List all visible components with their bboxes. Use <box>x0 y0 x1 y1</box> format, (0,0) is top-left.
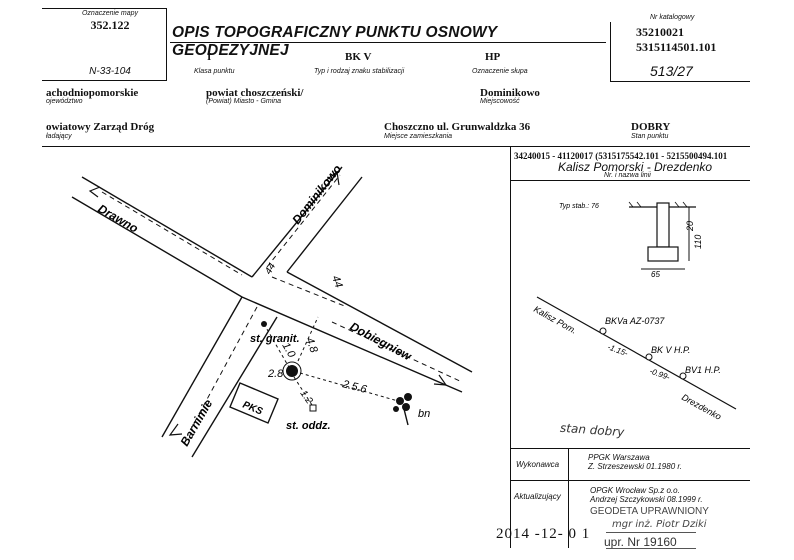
line-numbers: 34240015 - 41120017 (5315175542.101 - 52… <box>514 151 728 161</box>
line-sketch: Typ stab.: 76 65 20 110 Kalisz Pom. Drez… <box>532 201 737 422</box>
dim-110: 110 <box>693 235 703 249</box>
main-point-marker <box>286 365 298 377</box>
pillar-value: HP <box>485 51 501 63</box>
locality-label: Miejscowość <box>480 98 520 105</box>
county-label: (Powiat) Miasto - Gmina <box>206 98 282 105</box>
dist-4-8: 4.8 <box>303 336 320 355</box>
sheet-number: N-33-104 <box>89 66 131 77</box>
dash-barnimie <box>191 306 258 428</box>
arrow-drawno <box>88 186 101 198</box>
road-name-drawno: Drawno <box>96 201 141 235</box>
stabilization-value: BK V <box>345 51 372 63</box>
point-1 <box>599 327 607 335</box>
st-oddz-label: st. oddz. <box>286 420 331 432</box>
dist-line-48 <box>297 316 319 362</box>
map-number: 352.122 <box>90 18 130 32</box>
road-barnimie-west-edge <box>161 296 243 438</box>
dist-1: -1.15- <box>606 342 629 358</box>
catalog-number-3: 513/27 <box>650 63 693 79</box>
dash-drawno <box>101 191 243 276</box>
traverse-line <box>536 296 737 410</box>
map-num-44: 44 <box>329 274 344 290</box>
ground-hatch <box>628 201 688 208</box>
executor-line-1: PPGK Warszawa <box>588 453 650 462</box>
owner-value: owiatowy Zarząd Dróg <box>46 121 155 133</box>
tree-symbol <box>393 393 412 412</box>
executor-label: Wykonawca <box>516 460 560 469</box>
stone-base <box>647 246 679 262</box>
point-2 <box>645 353 653 361</box>
dash-offset <box>271 276 348 308</box>
road-dominikowo-west-edge <box>251 166 343 278</box>
dist-1-2: 1.2 <box>298 388 315 406</box>
document-title: OPIS TOPOGRAFICZNY PUNKTU OSNOWY GEODEZY… <box>172 24 498 59</box>
point-1-label: BKVa AZ-0737 <box>605 316 665 326</box>
road-barnimie-east-edge <box>191 316 278 458</box>
road-name-dominikowo: Dominikowo <box>289 162 344 227</box>
dim-20: 20 <box>685 221 695 232</box>
stone-column <box>656 202 670 248</box>
location-map: Drawno Dominikowo Barnimie Dobiegniew 44… <box>71 162 473 458</box>
residence-label: Miejsce zamieszkania <box>384 133 453 140</box>
stabilization-label: Typ i rodzaj znaku stabilizacji <box>314 68 405 75</box>
dist-2-8: 2.8 <box>267 368 284 380</box>
updater-label: Aktualizujący <box>514 492 561 501</box>
catalog-label: Nr katalogowy <box>650 14 695 21</box>
dash-dobiegniew <box>331 321 463 383</box>
stamp-line-2: mgr inż. Piotr Dziki <box>612 519 707 530</box>
end-label: Drezdenko <box>680 392 723 422</box>
date-stamp: 2014 -12- 0 1 <box>496 526 591 542</box>
voivodeship-label: ojewództwo <box>46 98 83 105</box>
map-num-44b: 44 <box>263 261 278 277</box>
class-label: Klasa punktu <box>194 68 235 75</box>
updater-line-1: OPGK Wrocław Sp.z o.o. <box>590 486 680 495</box>
point-2-label: BK V H.P. <box>651 345 690 355</box>
line-name: Kalisz Pomorski - Drezdenko <box>558 160 713 174</box>
owner-label: ładający <box>46 133 72 140</box>
point-3 <box>679 372 687 380</box>
arrow-dobiegniew <box>433 374 448 386</box>
dist-2: -0.99- <box>648 366 671 382</box>
locality-value: Dominikowo <box>480 87 540 99</box>
road-dominikowo-east-edge <box>286 176 363 273</box>
bn-label: bn <box>418 408 430 420</box>
arrow-dominikowo <box>324 170 340 186</box>
class-value: I <box>207 51 212 63</box>
state-label: Stan punktu <box>631 133 669 140</box>
stamp-line-1: GEODETA UPRAWNIONY <box>590 506 709 517</box>
catalog-number-2: 5315114501.101 <box>636 40 717 54</box>
residence-value: Choszczno ul. Grunwaldzka 36 <box>384 121 531 133</box>
dim-65: 65 <box>651 270 660 279</box>
pks-building <box>229 382 279 424</box>
dist-line-tree <box>299 372 399 402</box>
road-name-barnimie: Barnimie <box>177 397 215 449</box>
map-number-label: Oznaczenie mapy <box>81 10 139 17</box>
start-label: Kalisz Pom. <box>532 304 578 336</box>
voivodeship-value: achodniopomorskie <box>46 87 139 99</box>
pillar-label: Oznaczenie słupa <box>472 68 528 75</box>
point-3-label: BV1 H.P. <box>685 365 721 375</box>
st-granit-label: st. granit. <box>250 333 300 345</box>
dist-line-granite <box>263 323 291 370</box>
stab-type-label: Typ stab.: 76 <box>559 203 599 210</box>
road-dobiegniew-north-edge <box>286 271 473 373</box>
arrow-barnimie <box>168 423 183 436</box>
stamp-line-3: upr. Nr 19160 <box>604 535 677 549</box>
tree-trunk <box>403 408 409 426</box>
state-value: DOBRY <box>631 121 671 133</box>
executor-line-2: Z. Strzeszewski 01.1980 r. <box>588 462 682 471</box>
dash-dominikowo <box>266 174 341 268</box>
main-point-ring <box>282 361 302 381</box>
road-drawno-north-edge <box>81 176 253 278</box>
dist-2-5-6: 2.5.6 <box>340 378 368 396</box>
county-value: powiat choszczeński/ <box>206 87 304 99</box>
catalog-number-1: 35210021 <box>636 25 684 39</box>
st-oddz-marker <box>309 404 317 412</box>
line-label: Nr. i nazwa linii <box>604 172 651 179</box>
updater-line-2: Andrzej Szczykowski 08.1999 r. <box>590 495 703 504</box>
